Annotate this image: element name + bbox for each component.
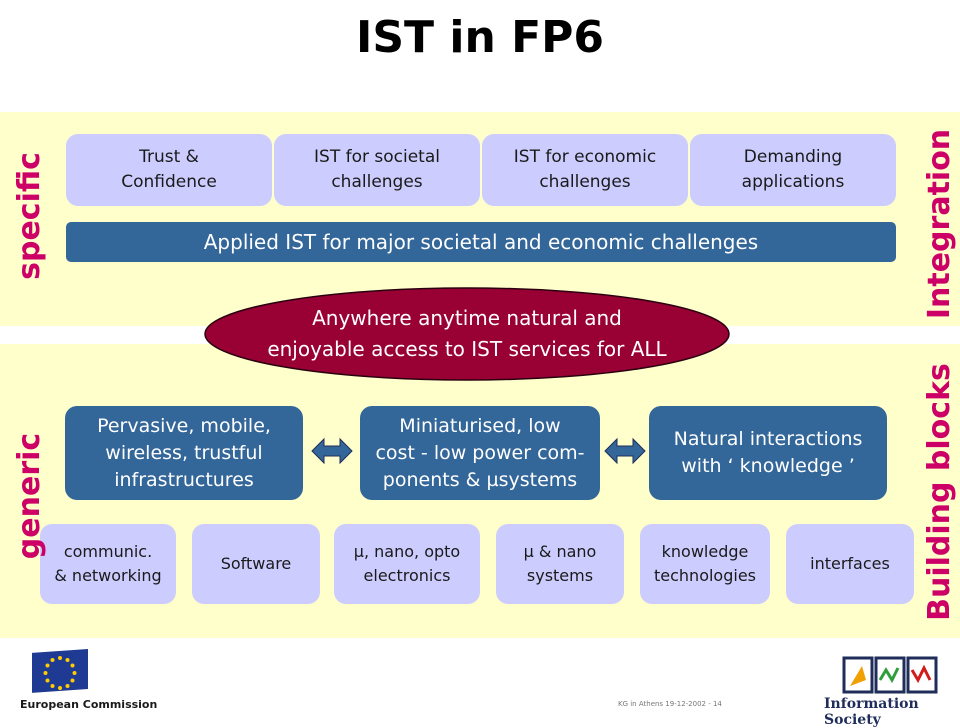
label-building-blocks: Building blocks xyxy=(922,363,957,621)
double-arrow-icon xyxy=(311,437,353,465)
slide-footnote: KG in Athens 19-12-2002 - 14 xyxy=(618,700,722,708)
label-specific: specific xyxy=(12,152,47,280)
box-economic-challenges: IST for economic challenges xyxy=(482,134,688,206)
box-miniaturised-components: Miniaturised, low cost - low power com- … xyxy=(360,406,600,500)
box-software: Software xyxy=(192,524,320,604)
access-ellipse-text: Anywhere anytime natural and enjoyable a… xyxy=(267,306,667,361)
applied-ist-bar: Applied IST for major societal and econo… xyxy=(66,222,896,262)
box-pervasive-infrastructures: Pervasive, mobile, wireless, trustful in… xyxy=(65,406,303,500)
box-demanding-applications: Demanding applications xyxy=(690,134,896,206)
box-societal-challenges: IST for societal challenges xyxy=(274,134,480,206)
box-opto-electronics: µ, nano, opto electronics xyxy=(334,524,480,604)
access-ellipse xyxy=(204,287,730,381)
european-commission-label: European Commission xyxy=(20,698,158,711)
page-title: IST in FP6 xyxy=(355,12,605,63)
double-arrow-icon xyxy=(604,437,646,465)
box-communic-networking: communic. & networking xyxy=(40,524,176,604)
box-nano-systems: µ & nano systems xyxy=(496,524,624,604)
label-generic: generic xyxy=(12,432,47,560)
information-society-label: Information Society xyxy=(824,696,919,728)
eu-flag-logo xyxy=(32,648,88,693)
box-trust-confidence: Trust & Confidence xyxy=(66,134,272,206)
box-knowledge-technologies: knowledge technologies xyxy=(640,524,770,604)
label-integration: Integration xyxy=(922,128,957,320)
box-interfaces: interfaces xyxy=(786,524,914,604)
box-natural-interactions: Natural interactions with ‘ knowledge ’ xyxy=(649,406,887,500)
information-society-logo xyxy=(842,656,938,694)
